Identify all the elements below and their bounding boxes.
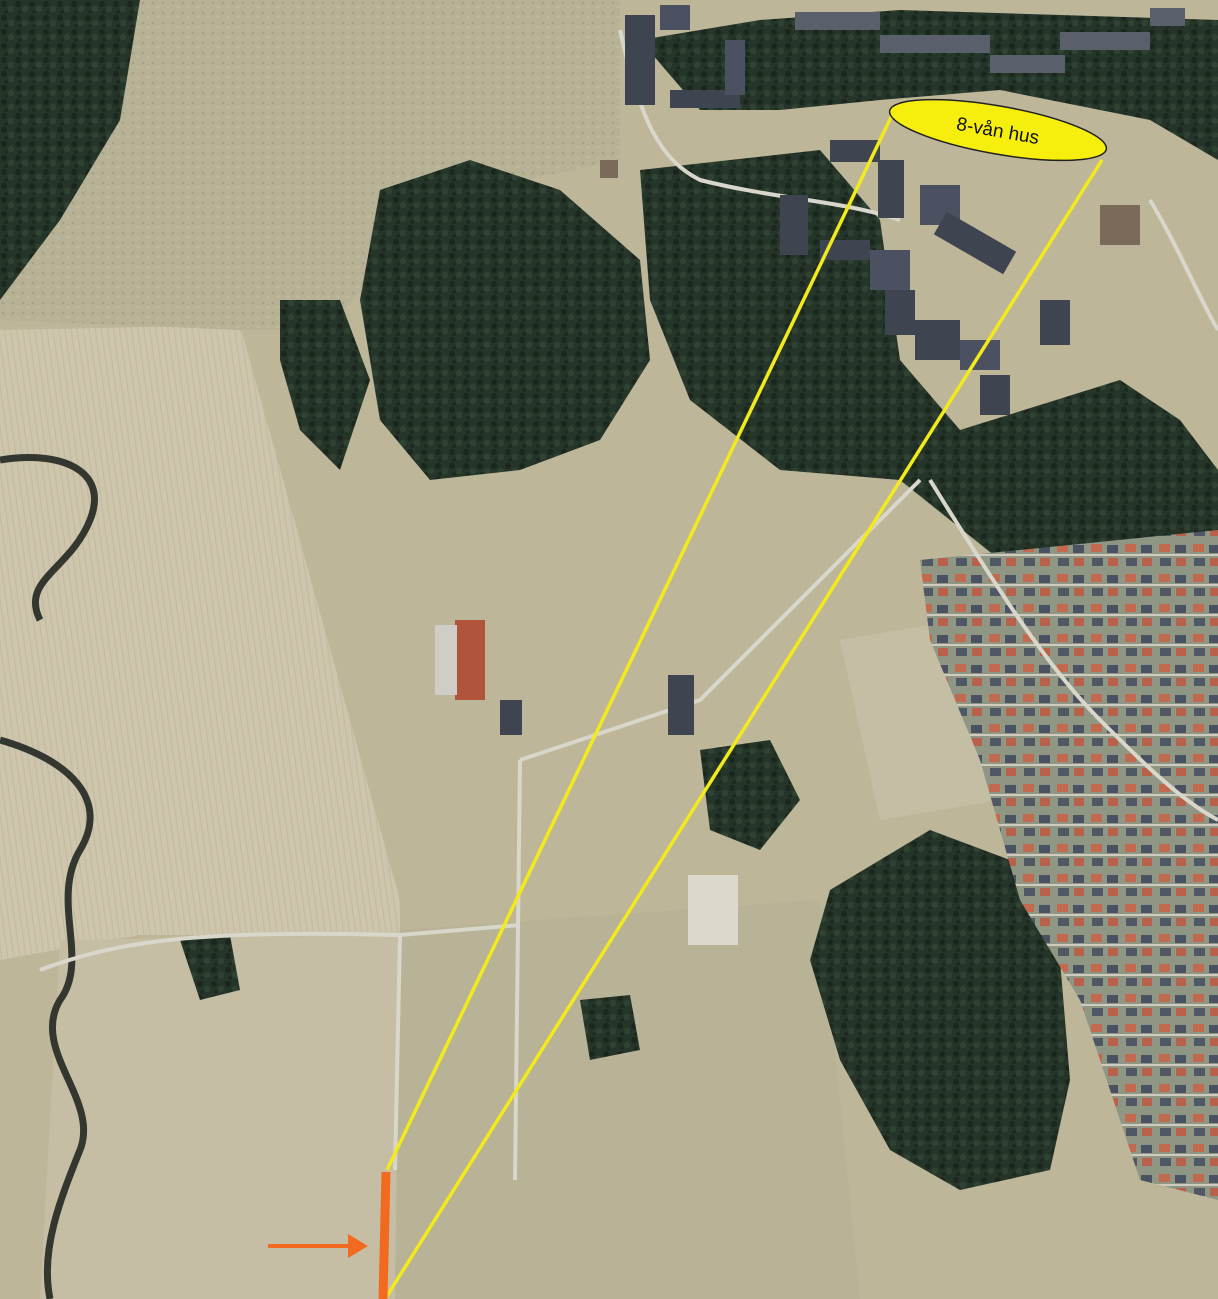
building — [878, 160, 904, 218]
stream-upper — [0, 454, 98, 622]
suburb-east — [920, 530, 1218, 1200]
road-northeast — [1148, 198, 1218, 332]
building — [1040, 300, 1070, 345]
stream-lower — [0, 736, 94, 1299]
building — [500, 700, 522, 735]
building — [660, 5, 690, 30]
building — [670, 90, 740, 108]
building — [880, 35, 990, 53]
field-southwest — [40, 935, 400, 1299]
arrow-head — [348, 1234, 368, 1258]
building — [990, 55, 1065, 73]
tree-cluster-south — [580, 995, 640, 1060]
forest-central — [360, 160, 650, 480]
building — [795, 12, 880, 30]
building — [820, 240, 870, 260]
sight-line-left — [385, 112, 895, 1171]
viewpoint-marker — [378, 1171, 391, 1299]
forest-northeast — [640, 150, 1218, 620]
forest-northwest — [0, 0, 140, 300]
road-gravel-west — [39, 923, 521, 972]
building — [780, 195, 808, 255]
building — [1100, 205, 1140, 245]
forest-patch-middle — [700, 740, 800, 850]
building — [933, 211, 1017, 275]
arrow-right-icon — [268, 1234, 368, 1258]
callout-ellipse — [888, 98, 1108, 162]
building — [1150, 8, 1185, 26]
building-callout: 8-vån hus — [888, 98, 1108, 162]
building — [870, 250, 910, 290]
building-layer — [435, 5, 1185, 945]
road-gravel-south — [393, 934, 402, 1171]
meadow-north — [0, 0, 620, 330]
building — [885, 290, 915, 335]
building — [915, 320, 960, 360]
building — [600, 160, 618, 178]
road-diagonal — [519, 478, 922, 762]
building — [725, 40, 745, 95]
sight-line-right — [383, 159, 1104, 1299]
residential-layer — [920, 530, 1218, 1200]
forest-layer — [0, 0, 1218, 1190]
building-barn — [455, 620, 485, 700]
building — [625, 15, 655, 105]
field-west — [0, 325, 400, 960]
forest-strip-west — [280, 300, 370, 470]
building-barn-annex — [435, 625, 457, 695]
riding-arena — [688, 875, 738, 945]
building — [1060, 32, 1150, 50]
building — [830, 140, 880, 162]
sight-lines — [383, 112, 1104, 1299]
water-layer — [0, 454, 98, 1299]
building — [980, 375, 1010, 415]
forest-southeast — [810, 830, 1070, 1190]
road-east — [928, 478, 1218, 822]
tree-cluster-southwest — [180, 935, 240, 1000]
road-middle — [513, 759, 522, 1181]
meadow-south — [395, 900, 860, 1299]
building — [668, 675, 694, 735]
